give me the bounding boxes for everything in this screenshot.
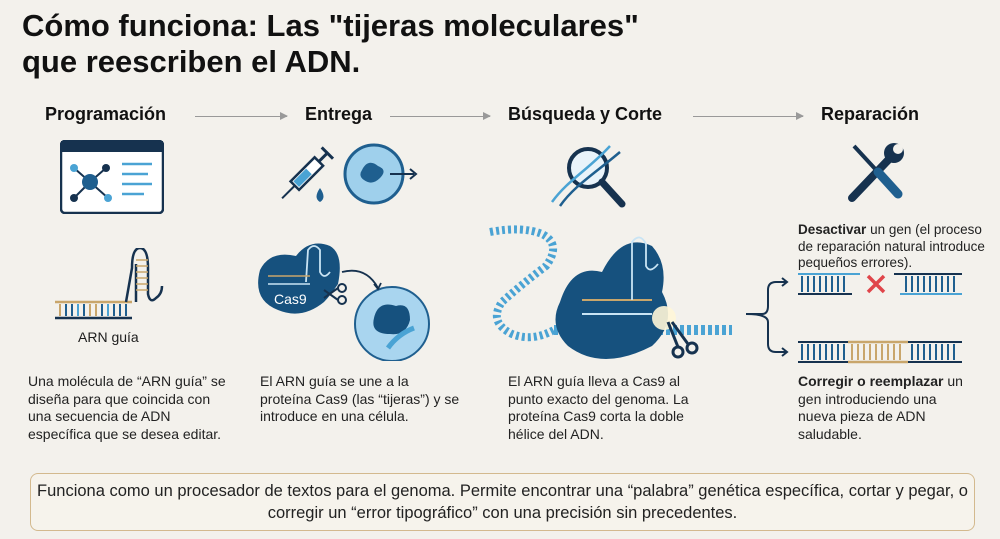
syringe-icon [281,146,335,202]
disrupted-dna-strand [798,273,962,295]
step-reparacion-heading: Reparación [821,104,920,124]
cell-icon [343,143,418,205]
step-busqueda-description: El ARN guía lleva a Cas9 al punto exacto… [508,373,689,442]
outcome-correct-bold: Corregir o reemplazar [798,373,944,389]
title-line-2: que reescriben el ADN. [22,44,361,79]
corrected-dna-strand [798,340,962,364]
step-entrega-heading: Entrega [305,104,373,124]
step-busqueda-heading: Búsqueda y Corte [508,104,663,124]
outcome-disable-gene-text: Desactivar un gen (el proceso de reparac… [798,222,988,272]
arrow-connector [693,112,804,120]
arrow-connector [390,112,491,120]
outcome-disable-bold: Desactivar [798,222,867,237]
cas9-cutting-dna-illustration [489,225,732,359]
arrow-connector [195,112,288,120]
outcome-correct-gene-text: Corregir o reemplazar un gen introducien… [798,373,978,443]
repair-outcomes-illustration [745,273,962,364]
cas9-delivery-illustration: Cas9 [258,243,430,361]
footer-note-text: Funciona como un procesador de textos pa… [37,482,968,522]
cas9-label: Cas9 [274,291,307,307]
footer-note-box: Funciona como un procesador de textos pa… [30,473,975,531]
outcome-correct-rest: un gen introduciendo una nueva pieza de … [798,373,963,442]
step-programacion-heading: Programación [45,104,167,124]
page-title: Cómo funciona: Las "tijeras moleculares"… [22,8,722,80]
step-entrega-description: El ARN guía se une a la proteína Cas9 (l… [260,373,460,424]
error-x-icon [866,274,886,294]
computer-network-icon [60,140,164,214]
guide-rna-label: ARN guía [78,329,139,345]
outcome-disable-rest: un gen (el proceso de reparación natural… [798,222,985,270]
magnifying-glass-dna-icon [550,145,626,208]
wrench-screwdriver-icon [848,143,904,202]
guide-rna-illustration [55,248,164,320]
title-line-1: Cómo funciona: Las "tijeras moleculares" [22,8,639,43]
step-programacion-description: Una molécula de “ARN guía” se diseña par… [28,373,226,442]
